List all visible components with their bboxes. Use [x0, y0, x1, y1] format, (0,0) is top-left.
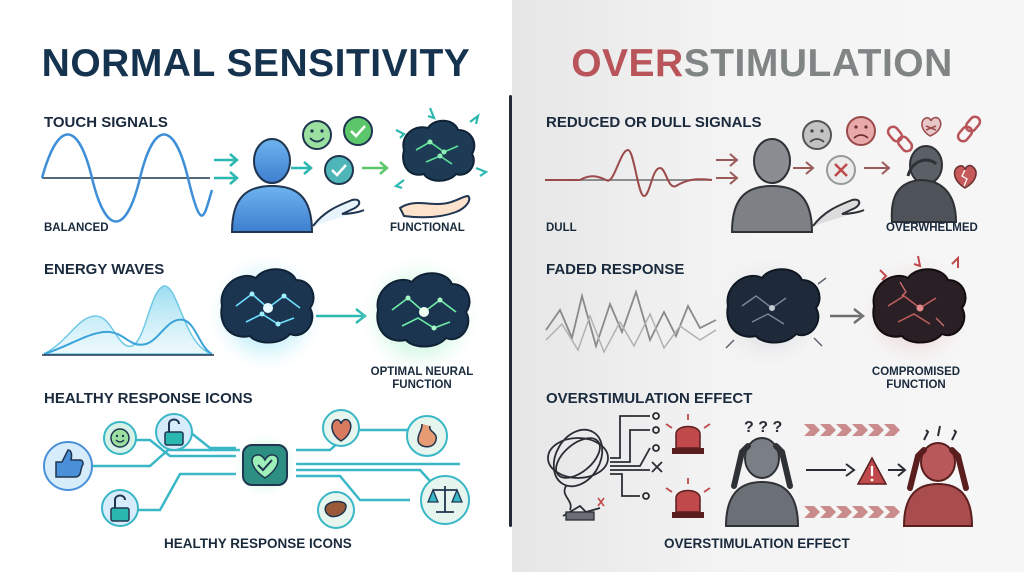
optimal-neural-label-line2: FUNCTION	[392, 379, 452, 391]
balanced-label: BALANCED	[44, 222, 109, 234]
overstimulation-title: OVERSTIMULATION	[552, 42, 972, 86]
smiley-icon	[302, 120, 332, 150]
question-marks-text: ? ? ?	[744, 419, 782, 436]
overstimulation-effect-footer: OVERSTIMULATION EFFECT	[664, 536, 850, 551]
person-icon	[730, 138, 814, 233]
checkmark-icon	[343, 116, 373, 146]
faded-response-wave	[545, 289, 717, 354]
alarm-light-icon	[665, 414, 711, 454]
reduced-signals-heading: REDUCED OR DULL SIGNALS	[546, 114, 762, 131]
optimal-neural-label-line1: OPTIMAL NEURAL	[370, 366, 474, 378]
spark-icon	[879, 255, 959, 281]
stressed-person-icon	[724, 437, 800, 527]
sad-face-icon	[846, 116, 876, 146]
overstimulation-title-part2: STIMULATION	[683, 42, 953, 85]
broken-chain-icon	[886, 115, 982, 153]
arrow-icon	[716, 153, 739, 185]
center-divider	[509, 95, 512, 527]
broken-heart-icon	[921, 116, 942, 137]
heart-organ-icon	[322, 409, 360, 447]
thumbs-up-icon	[43, 441, 93, 491]
broken-circuit-icon	[562, 497, 605, 521]
scales-of-balance-icon	[420, 475, 470, 525]
unlocked-padlock-icon	[101, 489, 139, 527]
dull-label: DULL	[546, 222, 577, 234]
hand-icon	[312, 198, 365, 227]
compromised-label-line2: FUNCTION	[886, 379, 946, 391]
arrow-icon	[214, 153, 239, 185]
touch-signals-heading: TOUCH SIGNALS	[44, 114, 168, 131]
tangled-scribble-icon	[547, 428, 609, 511]
unlocked-padlock-icon	[155, 413, 193, 451]
spark-icon	[393, 107, 489, 190]
broken-heart-icon	[953, 164, 977, 189]
liver-icon	[317, 491, 355, 529]
x-mark-icon	[826, 155, 856, 185]
smiley-icon	[103, 421, 137, 455]
sad-face-icon	[802, 120, 832, 150]
heart-check-icon	[231, 431, 299, 499]
arrow-icon	[291, 161, 389, 175]
checkmark-icon	[324, 155, 354, 185]
stomach-icon	[406, 415, 448, 457]
hand-icon	[812, 198, 865, 227]
faded-response-heading: FADED RESPONSE	[546, 261, 685, 278]
arrow-icon	[793, 161, 891, 175]
healthy-response-footer: HEALTHY RESPONSE ICONS	[164, 536, 352, 551]
overstimulation-title-part1: OVER	[571, 42, 684, 85]
damaged-brain-icon	[856, 252, 976, 372]
glowing-brain-icon	[204, 251, 328, 375]
distressed-person-icon	[902, 425, 974, 527]
normal-sensitivity-title: NORMAL SENSITIVITY	[41, 42, 471, 85]
functional-label: FUNCTIONAL	[390, 222, 465, 234]
glowing-brain-icon	[356, 252, 484, 380]
healthy-response-heading: HEALTHY RESPONSE ICONS	[44, 390, 253, 407]
balanced-signal-wave	[40, 133, 214, 223]
question-marks: ? ? ?	[744, 419, 782, 436]
dark-brain-icon	[712, 254, 828, 370]
compromised-label-line1: COMPROMISED	[871, 366, 961, 378]
chevron-arrows	[804, 424, 900, 518]
overstimulation-effect-heading: OVERSTIMULATION EFFECT	[546, 390, 753, 407]
overwhelmed-label: OVERWHELMED	[886, 222, 978, 234]
alarm-light-icon	[665, 478, 711, 518]
network-lines	[610, 412, 663, 500]
warning-triangle-icon	[806, 456, 907, 485]
energy-waves-heading: ENERGY WAVES	[44, 261, 165, 278]
person-icon	[230, 138, 314, 233]
dull-signal-wave	[545, 148, 713, 198]
brain-icon	[402, 119, 476, 182]
energy-wave-chart	[42, 285, 214, 356]
overwhelmed-person-icon	[890, 145, 958, 223]
hand-icon	[398, 194, 471, 219]
